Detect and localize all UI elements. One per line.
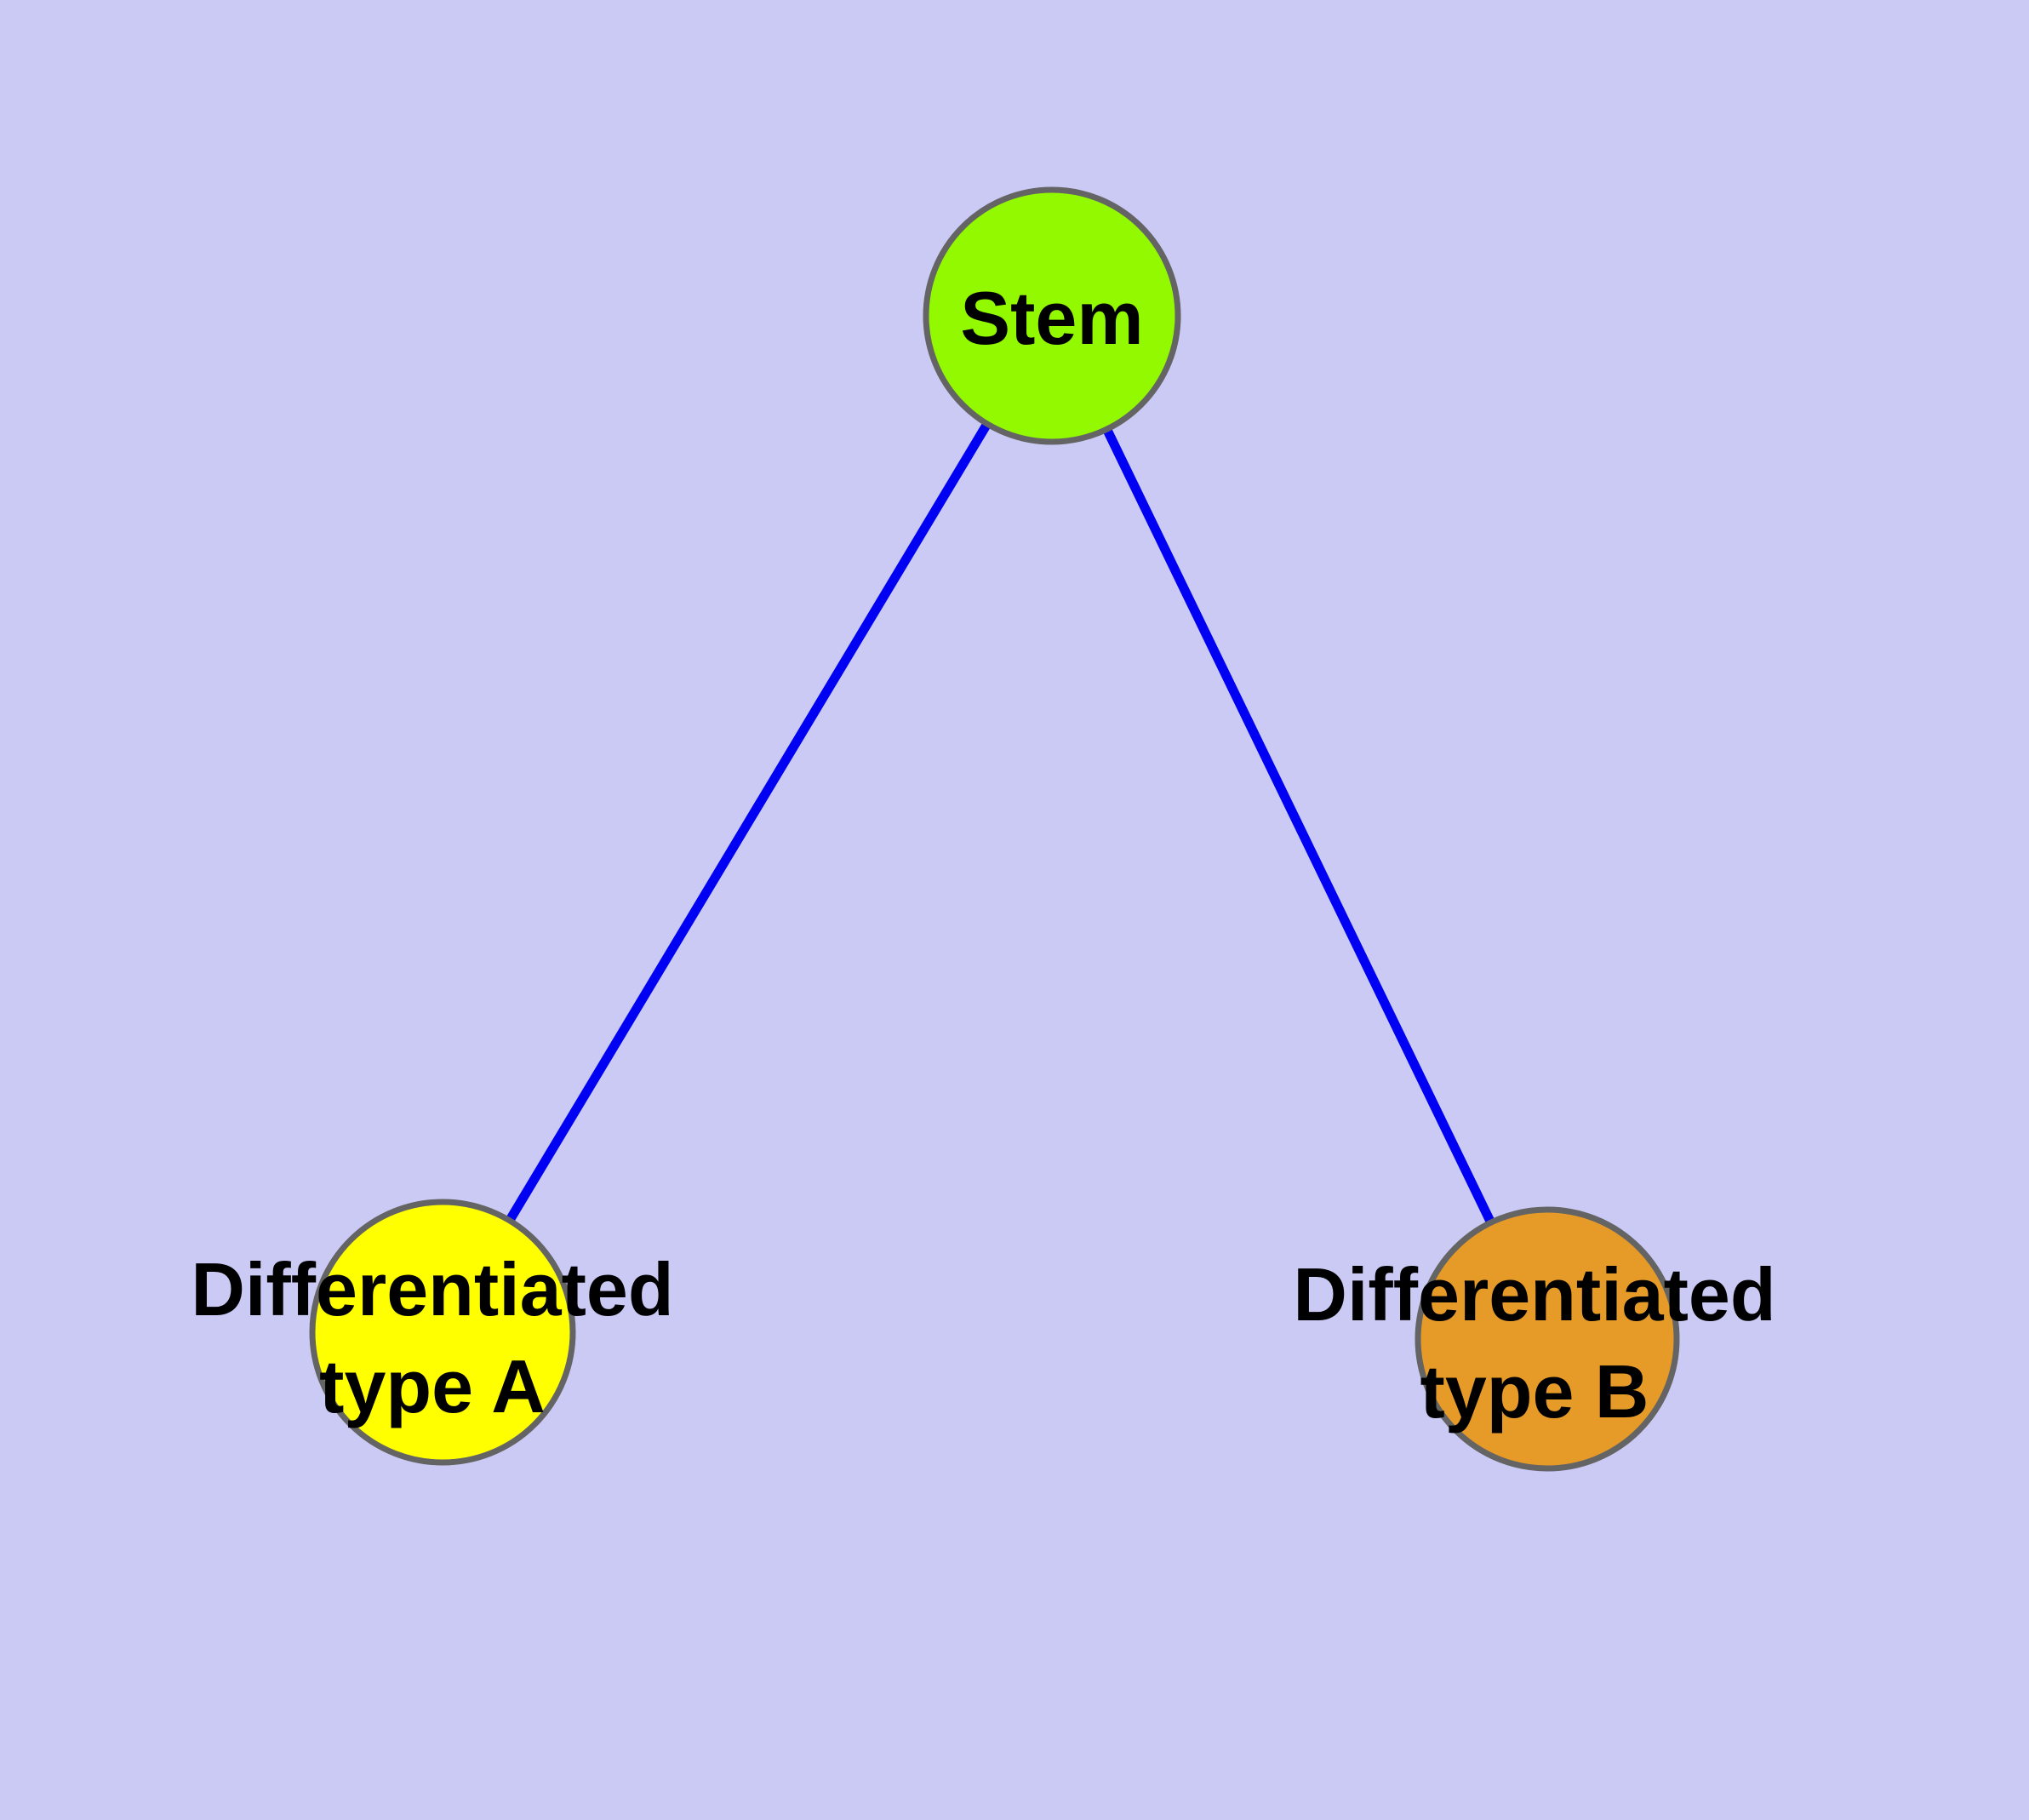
node-differentiated-type-a [309, 1199, 576, 1466]
edge-stem-to-type-a [438, 313, 1056, 1335]
node-stem [923, 186, 1181, 445]
node-differentiated-type-b [1415, 1206, 1680, 1472]
edge-stem-to-type-b [1048, 313, 1552, 1342]
